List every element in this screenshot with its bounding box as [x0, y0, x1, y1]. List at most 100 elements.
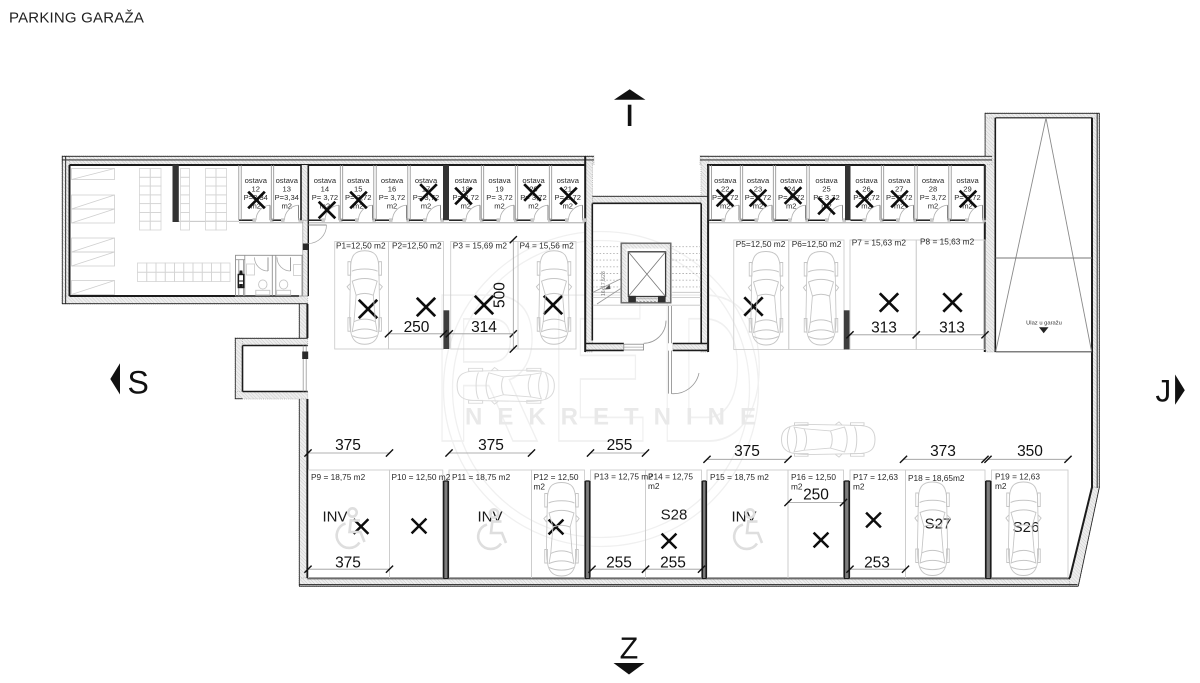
svg-text:255: 255: [606, 554, 632, 571]
svg-text:m2: m2: [791, 482, 803, 492]
svg-text:ostava: ostava: [276, 176, 299, 185]
svg-text:19: 19: [495, 185, 503, 194]
svg-text:S: S: [128, 365, 149, 401]
svg-text:373: 373: [930, 443, 956, 460]
svg-text:ostava: ostava: [314, 176, 337, 185]
svg-text:350: 350: [1017, 443, 1043, 460]
svg-text:ostava: ostava: [855, 176, 878, 185]
svg-text:ostava: ostava: [245, 176, 268, 185]
svg-text:Ulaz u garažu: Ulaz u garažu: [1026, 321, 1062, 327]
svg-text:m2: m2: [962, 202, 973, 211]
svg-text:P5=12,50 m2: P5=12,50 m2: [736, 239, 786, 249]
svg-text:m2: m2: [528, 202, 539, 211]
svg-text:m2: m2: [753, 202, 764, 211]
svg-text:250: 250: [803, 487, 829, 504]
svg-text:m2: m2: [894, 202, 905, 211]
svg-text:m2: m2: [995, 481, 1007, 491]
svg-text:12: 12: [252, 185, 260, 194]
svg-text:ostava: ostava: [557, 176, 580, 185]
svg-text:P= 3,72: P= 3,72: [413, 193, 439, 202]
svg-text:250: 250: [404, 319, 430, 336]
svg-text:P= 3,72: P= 3,72: [312, 193, 338, 202]
svg-text:P4 = 15,56 m2: P4 = 15,56 m2: [520, 241, 575, 251]
svg-text:P1=12,50 m2: P1=12,50 m2: [336, 241, 386, 251]
svg-text:ostava: ostava: [347, 176, 370, 185]
svg-text:J: J: [1156, 372, 1172, 408]
svg-text:255: 255: [660, 554, 686, 571]
svg-text:313: 313: [871, 320, 897, 337]
svg-text:20: 20: [529, 185, 537, 194]
svg-text:26: 26: [862, 185, 870, 194]
svg-text:ostava: ostava: [714, 176, 737, 185]
svg-text:m2: m2: [494, 202, 505, 211]
svg-text:24: 24: [787, 185, 795, 194]
svg-text:P= 3,72: P= 3,72: [486, 193, 512, 202]
svg-text:13: 13: [283, 185, 291, 194]
svg-text:P= 3,72: P= 3,72: [920, 193, 946, 202]
svg-text:P= 3,72: P= 3,72: [345, 193, 371, 202]
svg-text:P= 3,72: P= 3,72: [813, 193, 839, 202]
svg-text:P11 = 18,75 m2: P11 = 18,75 m2: [452, 472, 511, 482]
svg-text:m2: m2: [648, 481, 660, 491]
svg-text:375: 375: [335, 554, 361, 571]
svg-text:16x17,5/28: 16x17,5/28: [601, 271, 607, 296]
svg-text:m2: m2: [250, 202, 261, 211]
svg-text:P8 = 15,63 m2: P8 = 15,63 m2: [920, 237, 975, 247]
svg-text:P19 = 12,63: P19 = 12,63: [995, 472, 1040, 482]
svg-text:m2: m2: [853, 482, 865, 492]
svg-text:ostava: ostava: [780, 176, 803, 185]
svg-text:15: 15: [354, 185, 362, 194]
svg-text:22: 22: [721, 185, 729, 194]
svg-text:ostava: ostava: [956, 176, 979, 185]
svg-text:P=3,34: P=3,34: [275, 193, 299, 202]
svg-text:m2: m2: [534, 482, 546, 492]
svg-text:253: 253: [864, 554, 890, 571]
svg-text:m2: m2: [421, 202, 432, 211]
svg-text:P6=12,50 m2: P6=12,50 m2: [792, 239, 842, 249]
svg-text:NEKRETNINE: NEKRETNINE: [465, 404, 771, 431]
svg-text:27: 27: [895, 185, 903, 194]
svg-text:ostava: ostava: [747, 176, 770, 185]
svg-text:P18 = 18,65m2: P18 = 18,65m2: [908, 473, 965, 483]
svg-text:P7 = 15,63 m2: P7 = 15,63 m2: [852, 238, 907, 248]
svg-text:P2=12,50 m2: P2=12,50 m2: [392, 241, 442, 251]
svg-text:m2: m2: [562, 202, 573, 211]
svg-text:S28: S28: [661, 507, 688, 524]
svg-text:18: 18: [462, 185, 470, 194]
svg-text:P16 = 12,50: P16 = 12,50: [791, 472, 836, 482]
svg-text:ostava: ostava: [488, 176, 511, 185]
svg-text:500: 500: [492, 282, 509, 308]
svg-text:14: 14: [321, 185, 329, 194]
svg-text:P= 3,72: P= 3,72: [379, 193, 405, 202]
svg-text:PARKING GARAŽA: PARKING GARAŽA: [9, 10, 144, 27]
svg-text:P3 = 15,69 m2: P3 = 15,69 m2: [453, 241, 508, 251]
svg-text:S26: S26: [1013, 519, 1040, 536]
svg-text:m2: m2: [460, 202, 471, 211]
svg-text:m2: m2: [353, 202, 364, 211]
svg-text:P15 = 18,75 m2: P15 = 18,75 m2: [710, 472, 769, 482]
svg-text:313: 313: [939, 320, 965, 337]
svg-text:ostava: ostava: [381, 176, 404, 185]
svg-text:P10 = 12,50 m2: P10 = 12,50 m2: [392, 472, 451, 482]
svg-text:21: 21: [564, 185, 572, 194]
svg-text:P17 = 12,63: P17 = 12,63: [853, 472, 898, 482]
svg-text:INV: INV: [322, 509, 347, 526]
svg-text:S27: S27: [925, 516, 952, 533]
svg-text:P9 = 18,75 m2: P9 = 18,75 m2: [311, 472, 366, 482]
svg-text:ostava: ostava: [888, 176, 911, 185]
svg-text:P13 = 12,75 m2: P13 = 12,75 m2: [594, 472, 653, 482]
svg-text:ostava: ostava: [415, 176, 438, 185]
svg-text:314: 314: [471, 319, 497, 336]
svg-text:25: 25: [822, 185, 830, 194]
svg-text:16: 16: [388, 185, 396, 194]
svg-text:375: 375: [734, 443, 760, 460]
svg-text:m2: m2: [861, 202, 872, 211]
svg-text:ostava: ostava: [922, 176, 945, 185]
svg-text:ostava: ostava: [815, 176, 838, 185]
svg-text:P= 3,72: P= 3,72: [520, 193, 546, 202]
svg-text:375: 375: [335, 437, 361, 454]
svg-text:28: 28: [929, 185, 937, 194]
svg-text:m2: m2: [928, 202, 939, 211]
svg-text:255: 255: [607, 437, 633, 454]
svg-text:Z: Z: [620, 631, 639, 665]
